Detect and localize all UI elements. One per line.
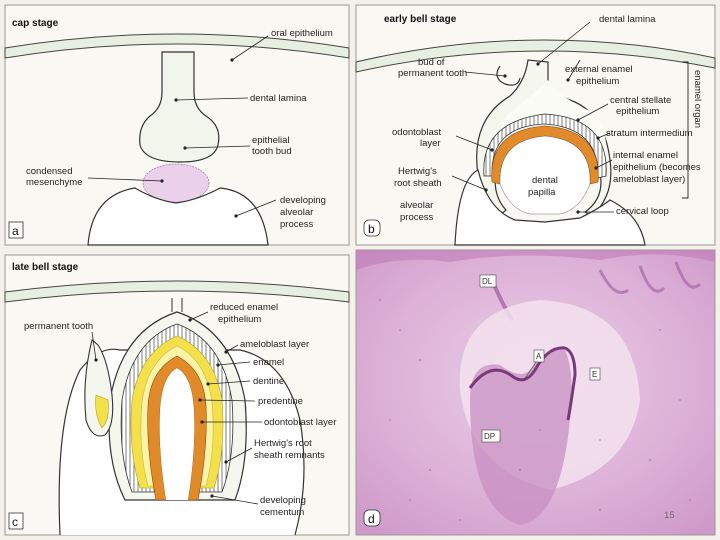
histo-label-a: A [536,352,542,361]
label-oral-epithelium: oral epithelium [271,28,333,39]
histo-label-dl: DL [482,277,493,286]
label-predentine: predentine [258,396,303,407]
panel-b: early bell stage enamel organ dental lam… [356,5,715,245]
label-alveolar-2: alveolar [280,207,313,218]
pulp-c [160,368,195,500]
label-cementum-2: cementum [260,507,304,518]
label-hertwig-c-2: sheath remnants [254,450,325,461]
label-hertwig-c-1: Hertwig's root [254,438,312,449]
label-int-enamel-2: epithelium (becomes [613,162,701,173]
label-odontoblast-b-1: odontoblast [392,127,441,138]
label-odontoblast-c: odontoblast layer [264,417,336,428]
histo-label-e: E [592,370,597,379]
label-mesenchyme-2: mesenchyme [26,177,83,188]
label-stellate-1: central stellate [610,95,671,106]
label-permanent: permanent tooth [24,321,93,332]
panel-c-title: late bell stage [12,262,79,273]
label-reduced-2: epithelium [218,314,261,325]
label-mesenchyme-1: condensed [26,166,72,177]
label-enamel-organ: enamel organ [692,70,703,128]
label-hertwig-b-2: root sheath [394,178,442,189]
label-alveolar-b-2: process [400,212,434,223]
label-enamel: enamel [253,357,284,368]
label-papilla-2: papilla [528,187,556,198]
label-int-enamel-3: ameloblast layer) [613,174,685,185]
page-number: 15 [664,510,675,521]
panel-b-letter: b [368,222,375,236]
histo-label-dp: DP [484,432,495,441]
panel-c-letter: c [12,515,18,529]
label-reduced-1: reduced enamel [210,302,278,313]
label-odontoblast-b-2: layer [420,138,441,149]
label-dental-lamina: dental lamina [250,93,307,104]
panel-a: cap stage oral epithelium dental lamina … [5,5,349,245]
label-dental-lamina-b: dental lamina [599,14,656,25]
panel-a-title: cap stage [12,18,59,29]
panel-d-letter: d [368,512,375,526]
label-int-enamel-1: internal enamel [613,150,678,161]
panel-d: DL A E DP d 15 [356,250,715,535]
label-ameloblast: ameloblast layer [240,339,309,350]
panel-c: late bell stage permanent tooth reduced [5,255,349,535]
label-alveolar-1: developing [280,195,326,206]
label-ext-enamel-2: epithelium [576,76,619,87]
label-cervical: cervical loop [616,206,669,217]
label-ext-enamel-1: external enamel [565,64,633,75]
label-dentine: dentine [253,376,284,387]
label-tooth-bud-1: epithelial [252,135,290,146]
label-alveolar-3: process [280,219,314,230]
label-cementum-1: developing [260,495,306,506]
label-papilla-1: dental [532,175,558,186]
label-bud-2: permanent tooth [398,68,467,79]
panel-a-letter: a [12,224,19,238]
label-tooth-bud-2: tooth bud [252,146,292,157]
label-hertwig-b-1: Hertwig's [398,166,437,177]
label-stratum: stratum intermedium [606,128,693,139]
label-stellate-2: epithelium [616,106,659,117]
label-bud-1: bud of [418,57,445,68]
label-alveolar-b-1: alveolar [400,200,433,211]
panel-b-title: early bell stage [384,14,457,25]
